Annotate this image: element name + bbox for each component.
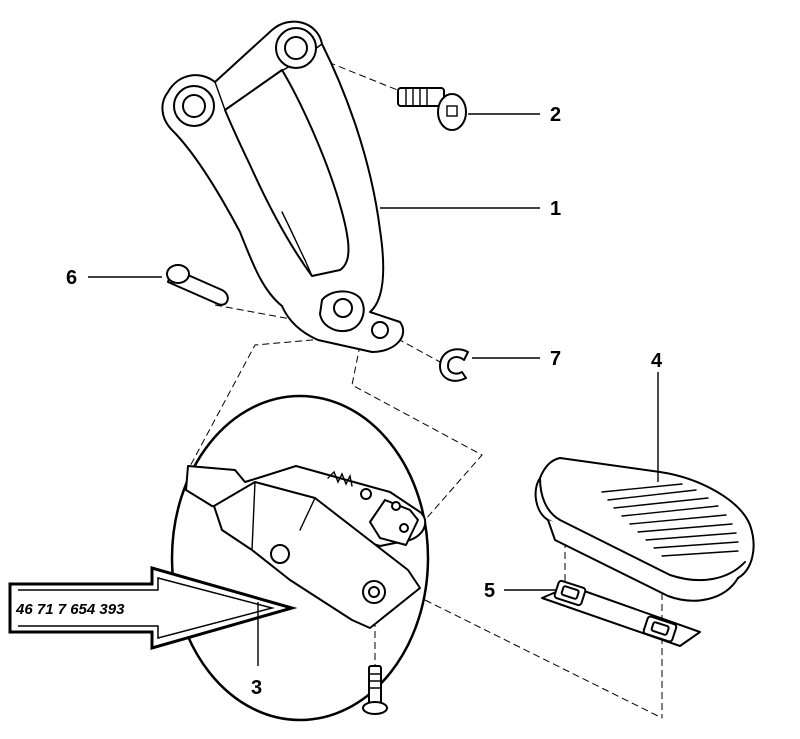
callout-7: 7 xyxy=(550,348,561,370)
pedal-pad-part-4 xyxy=(534,457,755,602)
base-plate-part-5 xyxy=(541,579,701,647)
callout-labels: 2 1 3 4 5 6 7 xyxy=(66,104,663,699)
part-number-text: 46 71 7 654 393 xyxy=(15,601,125,618)
callout-leader-lines xyxy=(88,113,659,666)
callout-1: 1 xyxy=(550,198,561,220)
callout-6: 6 xyxy=(66,267,77,289)
callout-4: 4 xyxy=(651,350,663,372)
screw-part-2 xyxy=(397,87,467,131)
lever-part-3 xyxy=(185,465,427,629)
callout-5: 5 xyxy=(484,580,495,602)
part-number-arrow: 46 71 7 654 393 xyxy=(8,566,298,650)
bracket-arm xyxy=(161,20,405,353)
detail-view-ellipse xyxy=(170,394,430,722)
pin-part-6 xyxy=(166,264,229,306)
callout-2: 2 xyxy=(550,104,561,126)
lever-screw xyxy=(362,665,388,715)
callout-3: 3 xyxy=(251,677,262,699)
pedal-grip-ridges xyxy=(601,483,739,557)
circlip-part-7 xyxy=(439,348,469,382)
